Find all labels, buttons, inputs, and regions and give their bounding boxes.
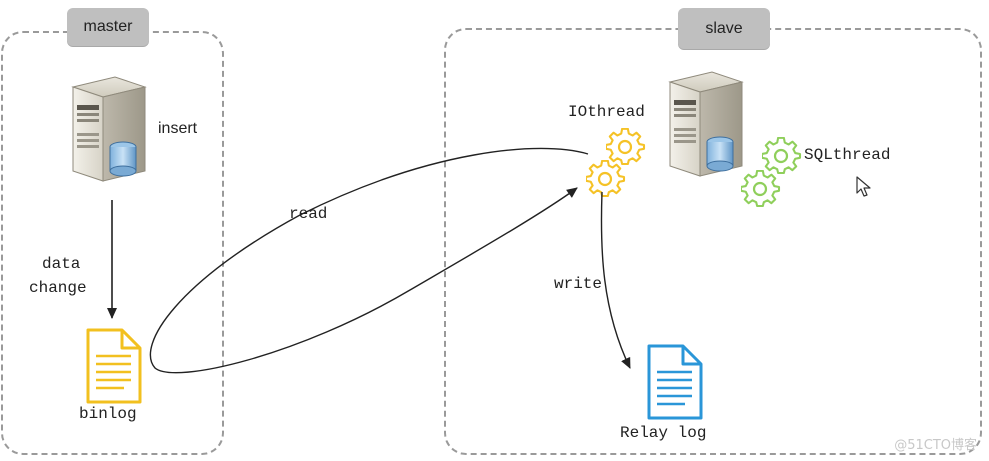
data-change-label-line1: data [42, 255, 81, 273]
mouse-cursor-icon [856, 176, 871, 197]
sqlthread-gear-icon-2 [741, 170, 781, 208]
relay-log-label: Relay log [620, 424, 707, 442]
watermark: @51CTO博客 [894, 438, 977, 453]
master-server-icon [71, 76, 147, 182]
iothread-gear-icon-2 [586, 160, 626, 198]
insert-label: insert [158, 120, 198, 137]
binlog-label: binlog [79, 405, 137, 423]
slave-tag: slave [678, 8, 770, 49]
data-change-label-line2: change [29, 279, 87, 297]
relay-log-document-icon [647, 344, 703, 420]
master-tag: master [67, 8, 149, 46]
sqlthread-label: SQLthread [804, 146, 891, 164]
sqlthread-gear-icon [762, 137, 802, 175]
iothread-label: IOthread [568, 103, 645, 121]
binlog-document-icon [86, 328, 142, 404]
iothread-gear-icon [606, 128, 646, 166]
read-label: read [289, 205, 328, 223]
slave-server-icon [668, 71, 744, 177]
write-label: write [554, 275, 603, 293]
